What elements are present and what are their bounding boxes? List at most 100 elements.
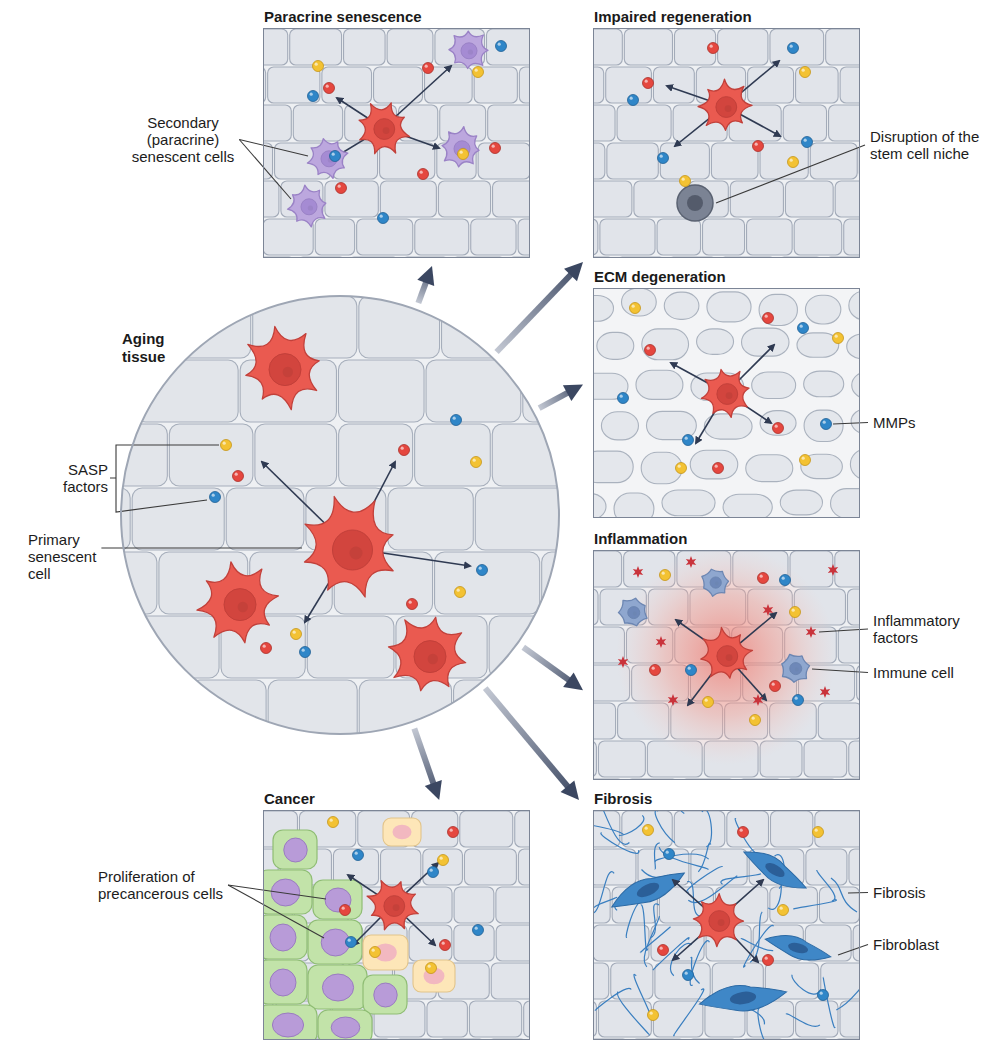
dot-highlight: [430, 869, 433, 872]
tissue-cell: [697, 329, 734, 354]
callout-label: Primary senescent cell: [28, 531, 108, 582]
tissue-cell: [26, 744, 117, 806]
sasp-factor-dot: [788, 157, 799, 168]
callout-label: Fibroblast: [873, 936, 973, 953]
senescent-cell-nucleolus: [283, 367, 293, 377]
tissue-panel: Cancer: [263, 810, 530, 1040]
sasp-factor-dot: [490, 143, 501, 154]
secretion-arrow: [737, 345, 774, 382]
tissue-cell: [805, 295, 840, 324]
dot-highlight: [632, 305, 635, 308]
arrow-shaft: [418, 281, 426, 303]
tissue-cell: [804, 371, 844, 397]
tissue-cell: [29, 360, 134, 422]
senescent-cell: [359, 103, 410, 154]
precancerous-cell-body: [318, 1010, 372, 1040]
paracrine-senescent-cell-nucleolus: [468, 49, 473, 54]
dot-highlight: [647, 347, 650, 350]
sasp-factor-dot: [798, 323, 809, 334]
tissue-cell: [79, 808, 184, 870]
tissue-cell: [780, 490, 822, 515]
arrow-shaft: [497, 274, 572, 352]
inflammatory-factor-star: [763, 604, 773, 616]
senescent-cell: [698, 79, 752, 130]
precancerous-cell-body: [263, 870, 312, 914]
senescent-cell-body: [389, 617, 466, 690]
sasp-factor-dot: [738, 827, 749, 838]
immune-cell: [618, 598, 647, 626]
secretion-arrow: [737, 61, 779, 96]
transformed-cell: [413, 960, 455, 992]
sasp-factor-dot: [676, 463, 687, 474]
panel-illustration: [593, 28, 860, 258]
tissue-cell: [730, 181, 783, 217]
secretion-arrow: [380, 552, 470, 566]
immune-cell-nucleus: [628, 607, 640, 619]
leader-line: [101, 547, 302, 548]
dot-highlight: [473, 459, 476, 462]
sasp-factor-dot: [261, 643, 272, 654]
dot-highlight: [685, 972, 688, 975]
dot-highlight: [492, 145, 495, 148]
dot-highlight: [815, 829, 818, 832]
senescent-cell-nucleus: [717, 384, 738, 405]
sasp-factor-dot: [664, 849, 675, 860]
stem-cell: [677, 185, 713, 221]
transformed-cell-body: [383, 818, 421, 846]
collagen-fiber: [655, 810, 675, 842]
tissue-cell: [492, 424, 596, 486]
senescent-cell-nucleus: [384, 896, 405, 917]
callout-label: Disruption of the stem cell niche: [870, 128, 988, 162]
sasp-factor-dot: [648, 1010, 659, 1021]
sasp-factor-dot: [418, 169, 429, 180]
sasp-factor-dot: [378, 213, 389, 224]
tissue-cell: [624, 29, 672, 65]
immune-cell-body: [782, 654, 810, 682]
collagen-fiber: [641, 905, 648, 951]
secretion-arrow: [262, 462, 329, 527]
sasp-factor-dot: [770, 681, 781, 692]
sasp-factor-dot: [658, 153, 669, 164]
collagen-fiber: [817, 870, 835, 901]
tissue-cell: [469, 1001, 521, 1037]
sasp-factor-dot: [686, 665, 697, 676]
precancerous-cell-body: [308, 920, 362, 964]
sasp-factor-dot: [773, 423, 784, 434]
sasp-factor-dot: [763, 313, 774, 324]
arrow-shaft: [539, 392, 569, 408]
dot-highlight: [428, 965, 431, 968]
senescent-cell-nucleolus: [718, 919, 725, 926]
tissue-cell: [290, 29, 342, 65]
tissue-cell: [785, 181, 833, 217]
dot-highlight: [802, 69, 805, 72]
dot-highlight: [293, 631, 296, 634]
sasp-factor-dot: [455, 587, 466, 598]
sasp-factor-dot: [471, 457, 482, 468]
senescent-cell-body: [305, 497, 394, 598]
precancerous-cell-body: [263, 960, 307, 1004]
paracrine-senescent-cell: [307, 139, 348, 179]
precancerous-cell-nucleus: [374, 983, 397, 1007]
tissue-cell: [519, 67, 530, 103]
collagen-fiber: [654, 843, 659, 869]
callout-label: Inflammatory factors: [873, 612, 983, 646]
panel-ground: [593, 288, 860, 518]
tissue-cell: [806, 849, 847, 885]
dot-highlight: [315, 63, 318, 66]
dot-highlight: [790, 45, 793, 48]
tissue-cell: [653, 1001, 703, 1037]
dot-highlight: [682, 178, 685, 181]
senescent-cell-body: [698, 79, 752, 130]
fibroblast-nucleus: [729, 990, 757, 1006]
dot-highlight: [372, 949, 375, 952]
sasp-factor-dot: [758, 573, 769, 584]
dot-highlight: [338, 185, 341, 188]
immune-cell-body: [702, 569, 729, 596]
secretion-arrow: [736, 667, 766, 700]
transformed-cell: [383, 818, 421, 846]
panel-illustration: [593, 810, 860, 1040]
tissue-cell: [703, 219, 745, 255]
dot-highlight: [800, 325, 803, 328]
immune-cell-nucleus: [790, 663, 802, 675]
sasp-factor-dot: [346, 937, 357, 948]
